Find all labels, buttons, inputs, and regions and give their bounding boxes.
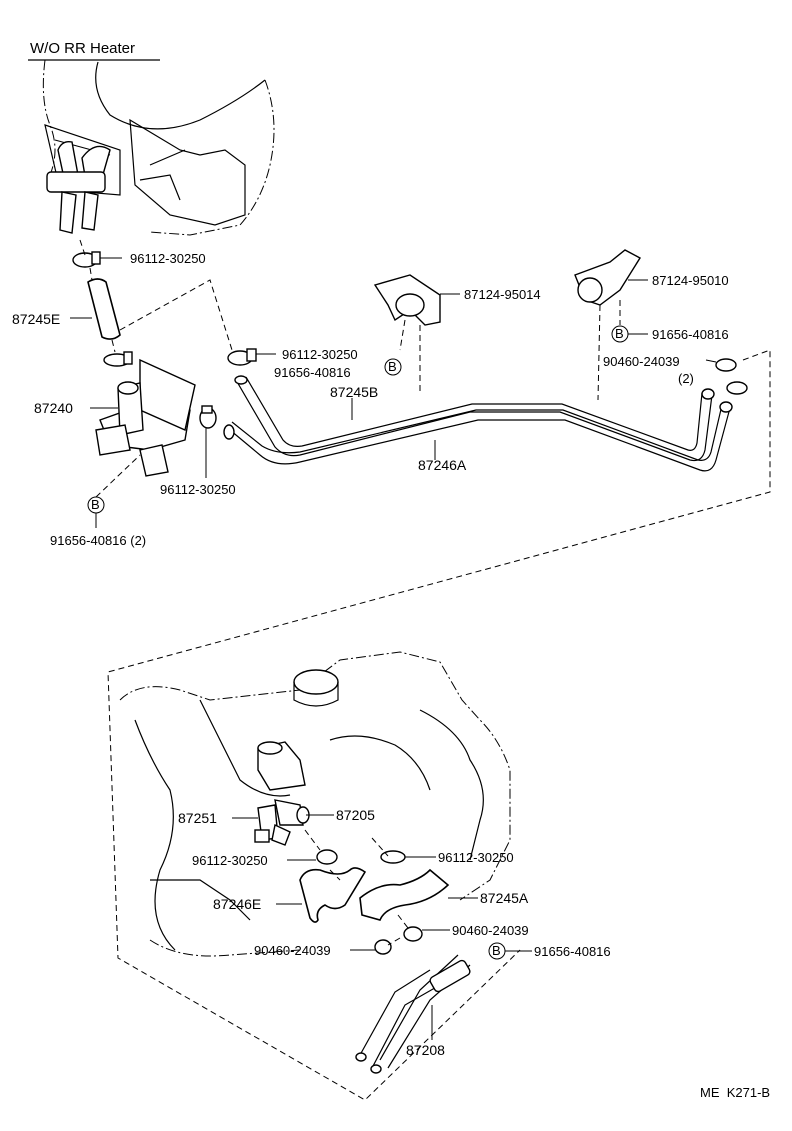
b-mark-lower: B [492, 943, 501, 958]
label-cock-87205: 87205 [336, 807, 375, 823]
label-hose-87246a: 87246A [418, 457, 467, 473]
label-clamp-upper: 96112-30250 [130, 251, 206, 266]
label-bolt-lower: 91656-40816 [534, 944, 611, 959]
label-clamp-mid: 96112-30250 [282, 347, 358, 362]
b-mark-valve: B [91, 497, 100, 512]
diagram-title: W/O RR Heater [30, 40, 135, 57]
label-bracket-2: 87124-95010 [652, 273, 729, 288]
label-clamp-left: 96112-30250 [192, 853, 268, 868]
label-hose-87245b: 87245B [330, 384, 378, 400]
upper-brackets [373, 249, 748, 401]
upper-parts [70, 239, 276, 528]
upper-labels: 96112-30250 87245E 96112-30250 91656-408… [12, 251, 729, 548]
label-clamp-right-lower: 96112-30250 [438, 850, 514, 865]
label-bolt-low: 91656-40816 (2) [50, 533, 146, 548]
label-bolt-right: 91656-40816 [652, 327, 729, 342]
label-hose-87245a: 87245A [480, 890, 529, 906]
lower-engine-outline [119, 651, 511, 957]
label-clamp-small-right: 90460-24039 [452, 923, 529, 938]
label-hose-87245e: 87245E [12, 311, 60, 327]
label-clamp-right: 90460-24039 [603, 354, 680, 369]
label-hose-87246e: 87246E [213, 896, 261, 912]
diagram-code: ME K271-B [700, 1085, 770, 1100]
label-bracket-1: 87124-95014 [464, 287, 541, 302]
lower-labels: 87251 87205 96112-30250 96112-30250 8724… [178, 807, 611, 1058]
label-valve-87240: 87240 [34, 400, 73, 416]
b-mark-mid: B [388, 359, 397, 374]
label-bolt-mid: 91656-40816 [274, 365, 351, 380]
upper-heater-unit-outline [42, 59, 275, 236]
b-mark-right: B [615, 326, 624, 341]
label-clamp-right-qty: (2) [678, 371, 694, 386]
label-pipe-87208: 87208 [406, 1042, 445, 1058]
long-hoses [223, 375, 733, 472]
label-clamp-low: 96112-30250 [160, 482, 236, 497]
lower-parts [232, 799, 532, 1074]
label-clamp-small-left: 90460-24039 [254, 943, 331, 958]
label-union-87251: 87251 [178, 810, 217, 826]
